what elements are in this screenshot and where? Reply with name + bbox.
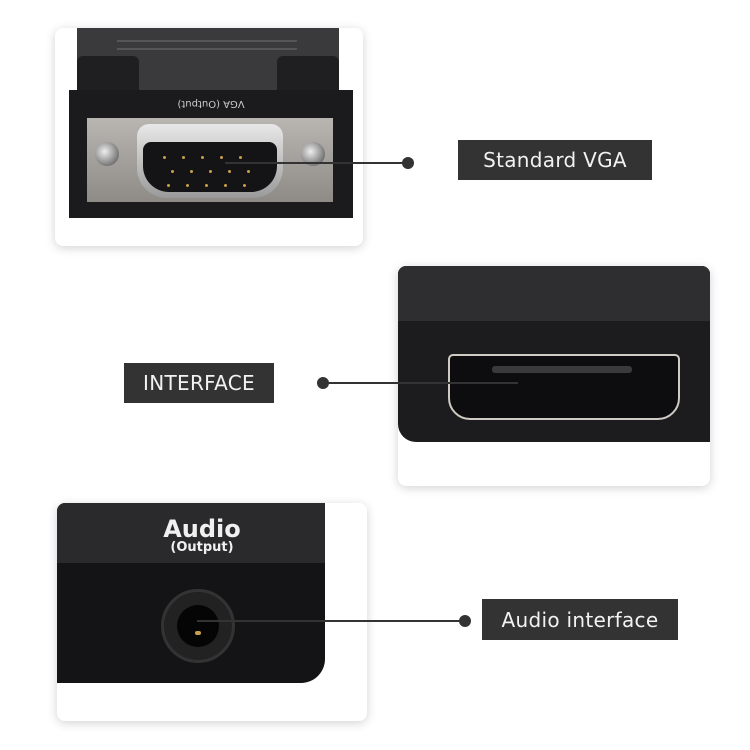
audio-jack [161,589,235,663]
vga-metal-plate [87,118,333,202]
hdmi-port [448,354,680,420]
audio-housing-top [57,503,325,563]
interface-label: INTERFACE [124,363,274,403]
audio-output-marking: Audio (Output) [163,515,241,555]
audio-callout-line [197,620,465,622]
vga-pin-area [143,142,277,192]
screw-icon [95,142,119,166]
thumbscrew-left [77,56,139,96]
audio-interface-label: Audio interface [482,599,678,640]
vga-callout-line [225,162,407,164]
audio-jack-photo: Audio (Output) [57,503,367,721]
vga-callout-dot [402,157,414,169]
vga-d-sub-shell [137,124,283,198]
standard-vga-label: Standard VGA [458,140,652,180]
hdmi-connector-photo [398,266,710,486]
vga-faceplate: VGA (Output) [69,90,353,218]
hdmi-housing-top [398,266,710,321]
audio-callout-dot [459,615,471,627]
audio-device-body: Audio (Output) [57,503,325,683]
jack-hole-icon [177,605,219,647]
thumbscrew-right [277,56,339,96]
vga-connector-photo: VGA (Output) [55,28,363,246]
vga-output-marking: VGA (Output) [177,98,245,109]
hdmi-device-body [398,266,710,442]
hdmi-contact-slot [492,366,632,373]
interface-callout-line [323,382,518,384]
